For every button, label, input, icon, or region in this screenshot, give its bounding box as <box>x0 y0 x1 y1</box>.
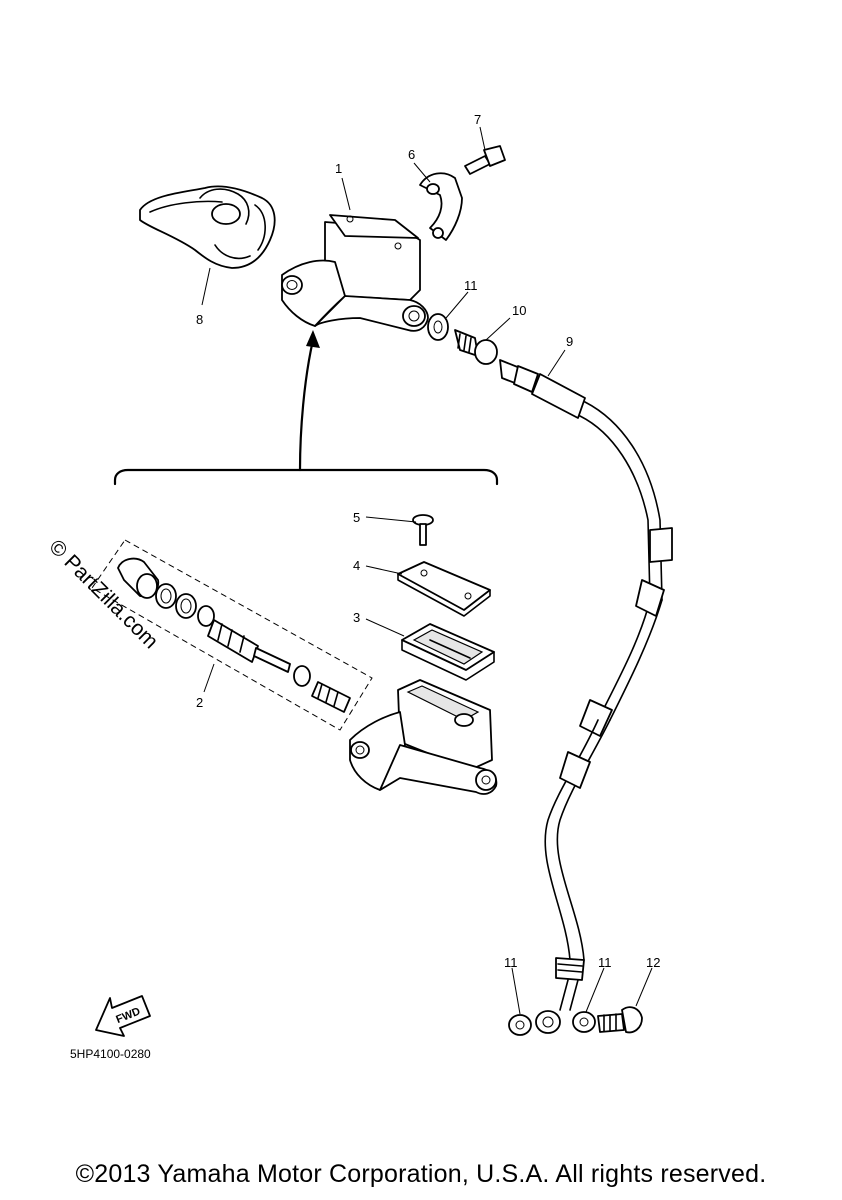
callout-11-upper: 11 <box>464 278 478 293</box>
washer-part-lower-left <box>508 1014 532 1036</box>
fwd-arrow-icon: FWD <box>95 995 151 1037</box>
bolt-part <box>464 145 506 175</box>
piston-kit-part <box>91 539 373 731</box>
holder-part <box>419 172 463 241</box>
assembly-bracket <box>113 468 499 486</box>
callout-9: 9 <box>566 334 573 349</box>
reservoir-cap-part <box>397 561 491 617</box>
master-cylinder-part <box>281 214 429 332</box>
callout-11-lower-right: 11 <box>598 955 612 970</box>
brake-hose-part <box>499 359 673 1034</box>
callout-5: 5 <box>353 510 360 525</box>
callout-4: 4 <box>353 558 360 573</box>
union-bolt-part <box>597 1006 643 1034</box>
washer-part-upper <box>427 313 449 341</box>
callout-2: 2 <box>196 695 203 710</box>
washer-part-lower-right <box>572 1011 596 1033</box>
assembly-arrow <box>298 330 320 472</box>
callout-7: 7 <box>474 112 481 127</box>
callout-3: 3 <box>353 610 360 625</box>
master-cylinder-body-part <box>349 679 498 795</box>
callout-6: 6 <box>408 147 415 162</box>
screw-part <box>412 514 434 546</box>
callout-numbers: 1 2 3 4 5 6 7 8 9 10 11 11 11 12 <box>196 112 660 970</box>
callout-1: 1 <box>335 161 342 176</box>
callout-10: 10 <box>512 303 526 318</box>
lever-cover-part <box>139 185 276 269</box>
diagram-code: 5HP4100-0280 <box>70 1047 151 1061</box>
fitting-part <box>454 329 498 365</box>
callout-8: 8 <box>196 312 203 327</box>
diaphragm-part <box>401 623 495 681</box>
callout-11-lower-left: 11 <box>504 955 518 970</box>
copyright-notice: ©2013 Yamaha Motor Corporation, U.S.A. A… <box>75 1160 767 1188</box>
callout-12: 12 <box>646 955 660 970</box>
leader-lines <box>201 126 653 1015</box>
